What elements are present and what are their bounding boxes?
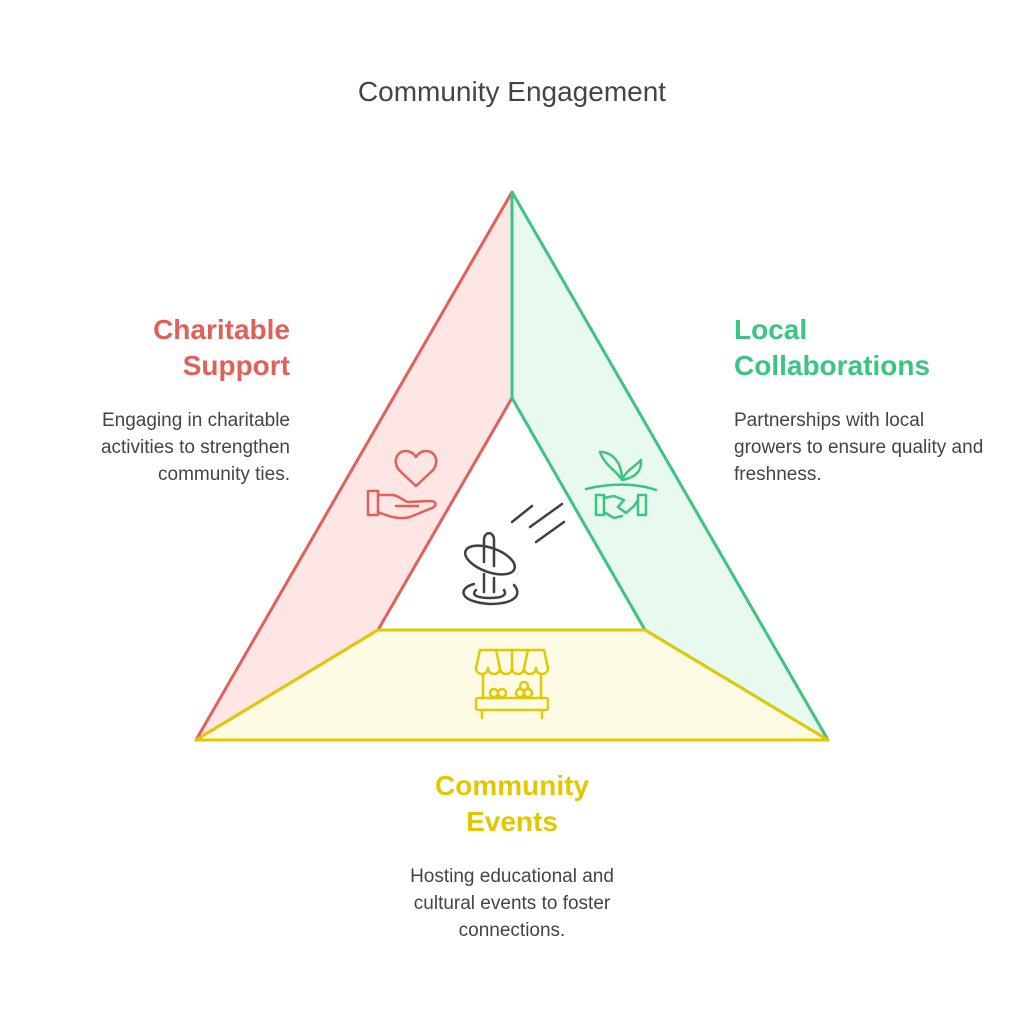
heading-line: Support (182, 350, 290, 381)
local-collaborations-heading: Local Collaborations (734, 312, 994, 384)
charitable-support-description: Engaging in charitable activities to str… (100, 410, 290, 485)
community-events-heading: Community Events (362, 768, 662, 840)
heading-line: Local (734, 314, 808, 345)
ring-toss-icon (462, 502, 566, 606)
heading-line: Events (466, 806, 558, 837)
handshake-plant-icon (584, 450, 658, 520)
community-events-description: Hosting educational and cultural events … (410, 866, 614, 941)
heading-line: Community (435, 770, 589, 801)
market-stall-icon (474, 648, 550, 720)
heading-line: Collaborations (734, 350, 931, 381)
community-events-panel (194, 628, 830, 742)
heart-hand-icon (366, 449, 438, 520)
charitable-support-heading: Charitable Support (60, 312, 290, 384)
heading-line: Charitable (153, 314, 290, 345)
local-collaborations-description: Partnerships with local growers to ensur… (734, 410, 984, 485)
diagram-title: Community Engagement (357, 76, 667, 107)
